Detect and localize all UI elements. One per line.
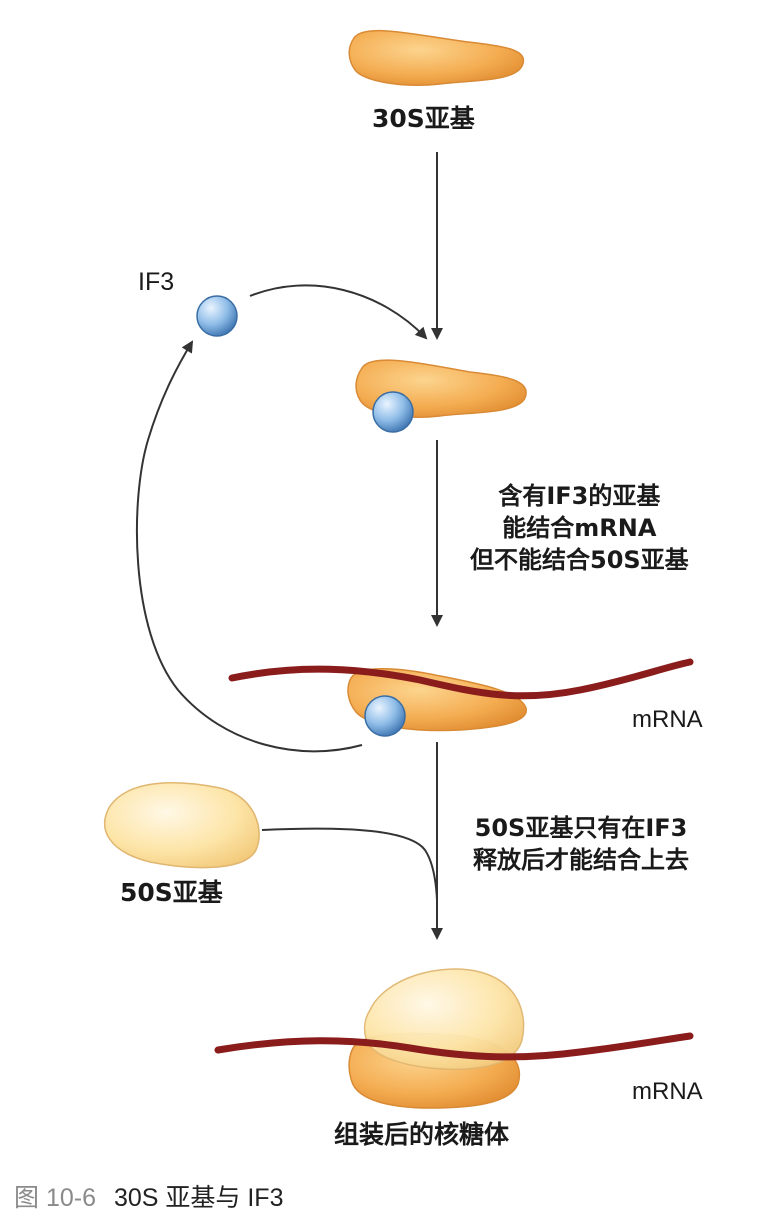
label-assembled-ribosome: 组装后的核糖体 [334,1120,510,1149]
mrna-strand-1 [228,658,694,700]
label-30s-subunit: 30S亚基 [372,104,475,133]
note-if3-subunit: 含有IF3的亚基 能结合mRNA 但不能结合50S亚基 [470,480,689,576]
figure-caption: 图 10-6 30S 亚基与 IF3 [14,1178,283,1214]
label-mrna-2: mRNA [632,1078,703,1105]
note-step2-line2: 能结合mRNA [502,514,657,542]
label-if3: IF3 [138,268,175,296]
arrow-50s-joining [261,827,438,901]
note-step2-line1: 含有IF3的亚基 [498,482,661,510]
if3-bound-sphere [372,391,414,433]
subunit-50s-free [104,782,260,869]
subunit-30s-free [348,29,525,86]
arrow-if3-release [135,340,363,753]
note-step3-line1: 50S亚基只有在IF3 [474,814,688,842]
label-mrna-1: mRNA [632,706,703,733]
label-50s-subunit: 50S亚基 [120,878,223,907]
mrna-strand-2 [214,1032,694,1061]
note-step3-line2: 释放后才能结合上去 [473,846,689,874]
note-50s-binding: 50S亚基只有在IF3 释放后才能结合上去 [473,812,689,876]
if3-free-sphere [196,295,238,337]
figure-title: 30S 亚基与 IF3 [113,1184,284,1212]
note-step2-line3: 但不能结合50S亚基 [470,546,689,574]
if3-on-mrna-sphere [364,695,406,737]
arrow-if3-binding [249,284,428,340]
figure-number: 图 10-6 [14,1184,96,1212]
